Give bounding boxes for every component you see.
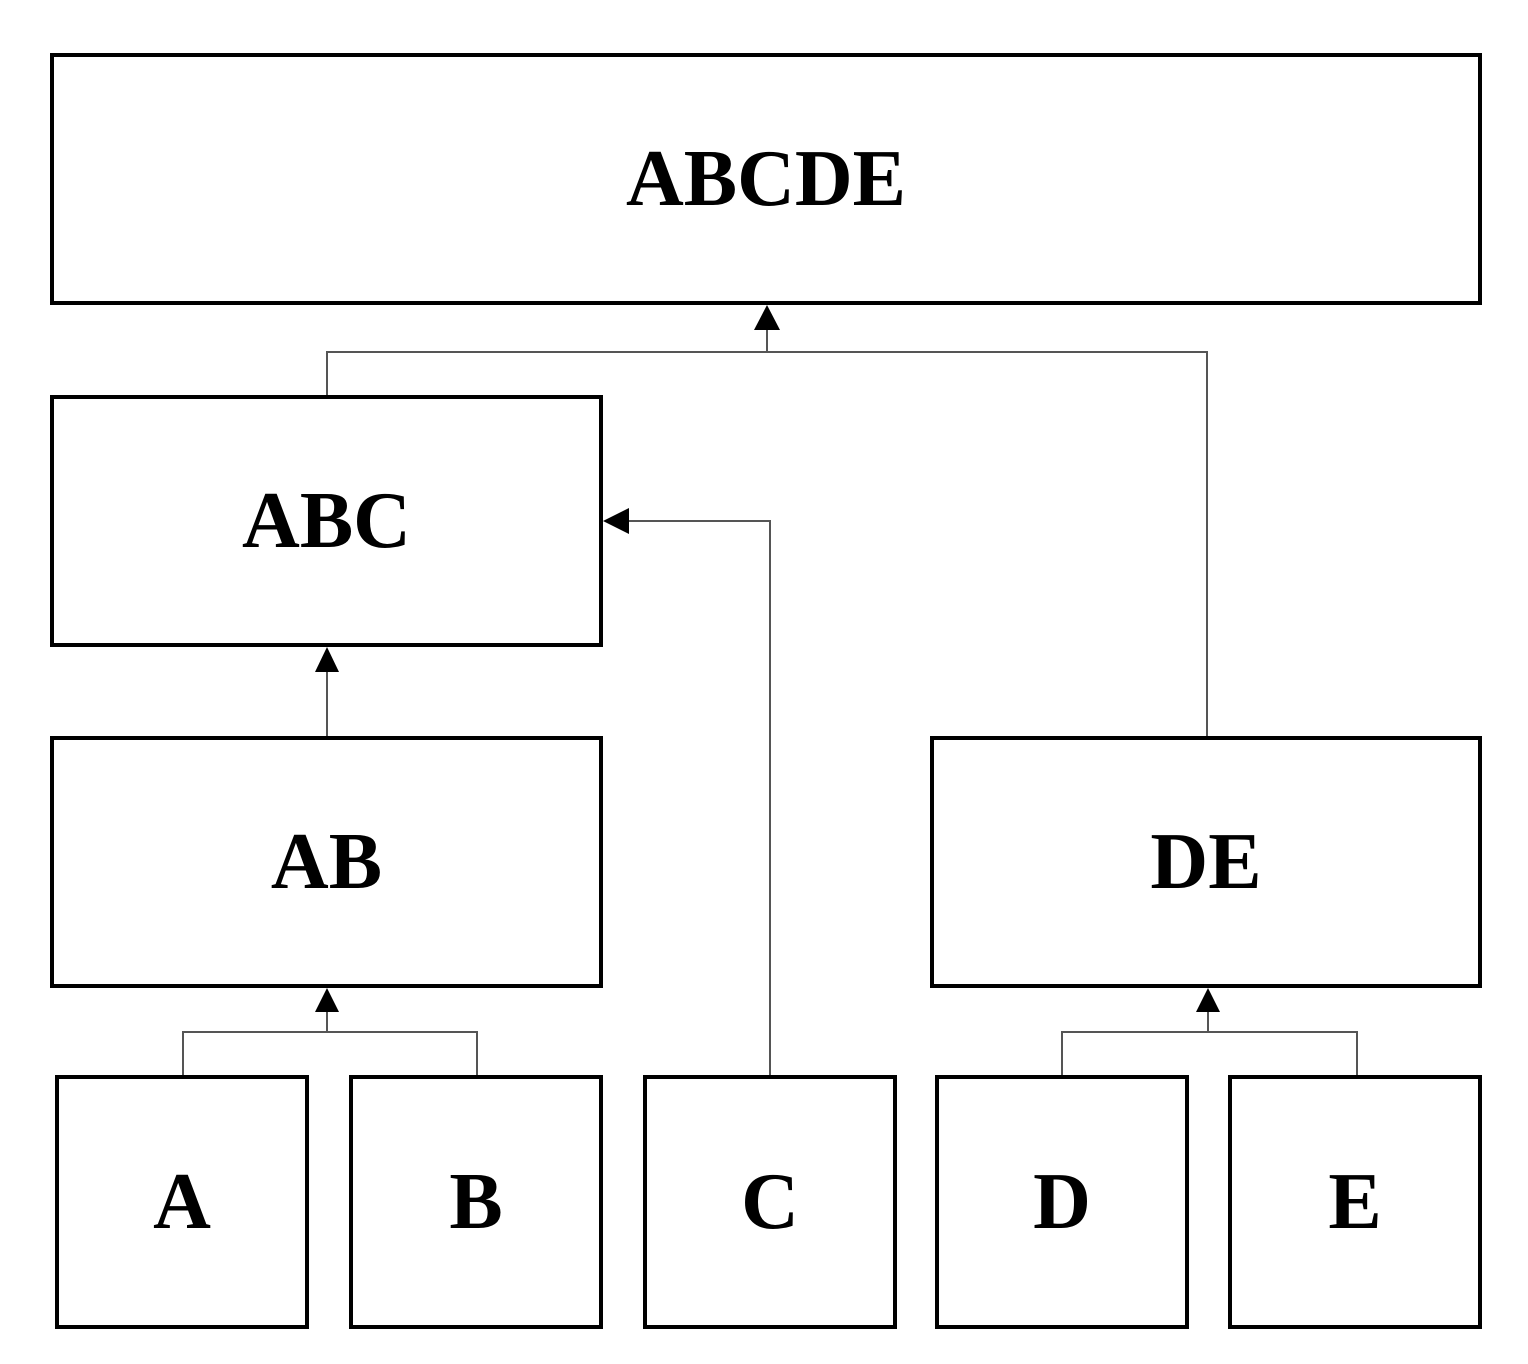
node-de-label: DE [1150, 818, 1262, 906]
edge-d-e-to-de [1061, 1031, 1358, 1075]
node-abcde-label: ABCDE [625, 135, 907, 223]
arrowhead-to-abc-from-ab [315, 647, 339, 672]
node-abcde: ABCDE [50, 53, 1482, 305]
arrowhead-to-ab [315, 988, 339, 1012]
node-b: B [349, 1075, 603, 1329]
edge-a-b-to-ab [182, 1031, 478, 1075]
node-e: E [1228, 1075, 1482, 1329]
node-de: DE [930, 736, 1482, 988]
node-ab: AB [50, 736, 603, 988]
node-ab-label: AB [270, 818, 383, 906]
arrowhead-to-abc-from-c [603, 508, 629, 534]
node-b-label: B [449, 1158, 503, 1246]
node-a-label: A [153, 1158, 211, 1246]
node-a: A [55, 1075, 309, 1329]
node-abc-label: ABC [242, 477, 411, 565]
node-e-label: E [1328, 1158, 1382, 1246]
arrowhead-to-de [1196, 988, 1220, 1012]
node-d-label: D [1033, 1158, 1091, 1246]
node-c-label: C [741, 1158, 799, 1246]
node-c: C [643, 1075, 897, 1329]
node-abc: ABC [50, 395, 603, 647]
edge-c-to-abc [627, 520, 771, 1075]
node-d: D [935, 1075, 1189, 1329]
arrowhead-to-abcde [754, 305, 780, 330]
